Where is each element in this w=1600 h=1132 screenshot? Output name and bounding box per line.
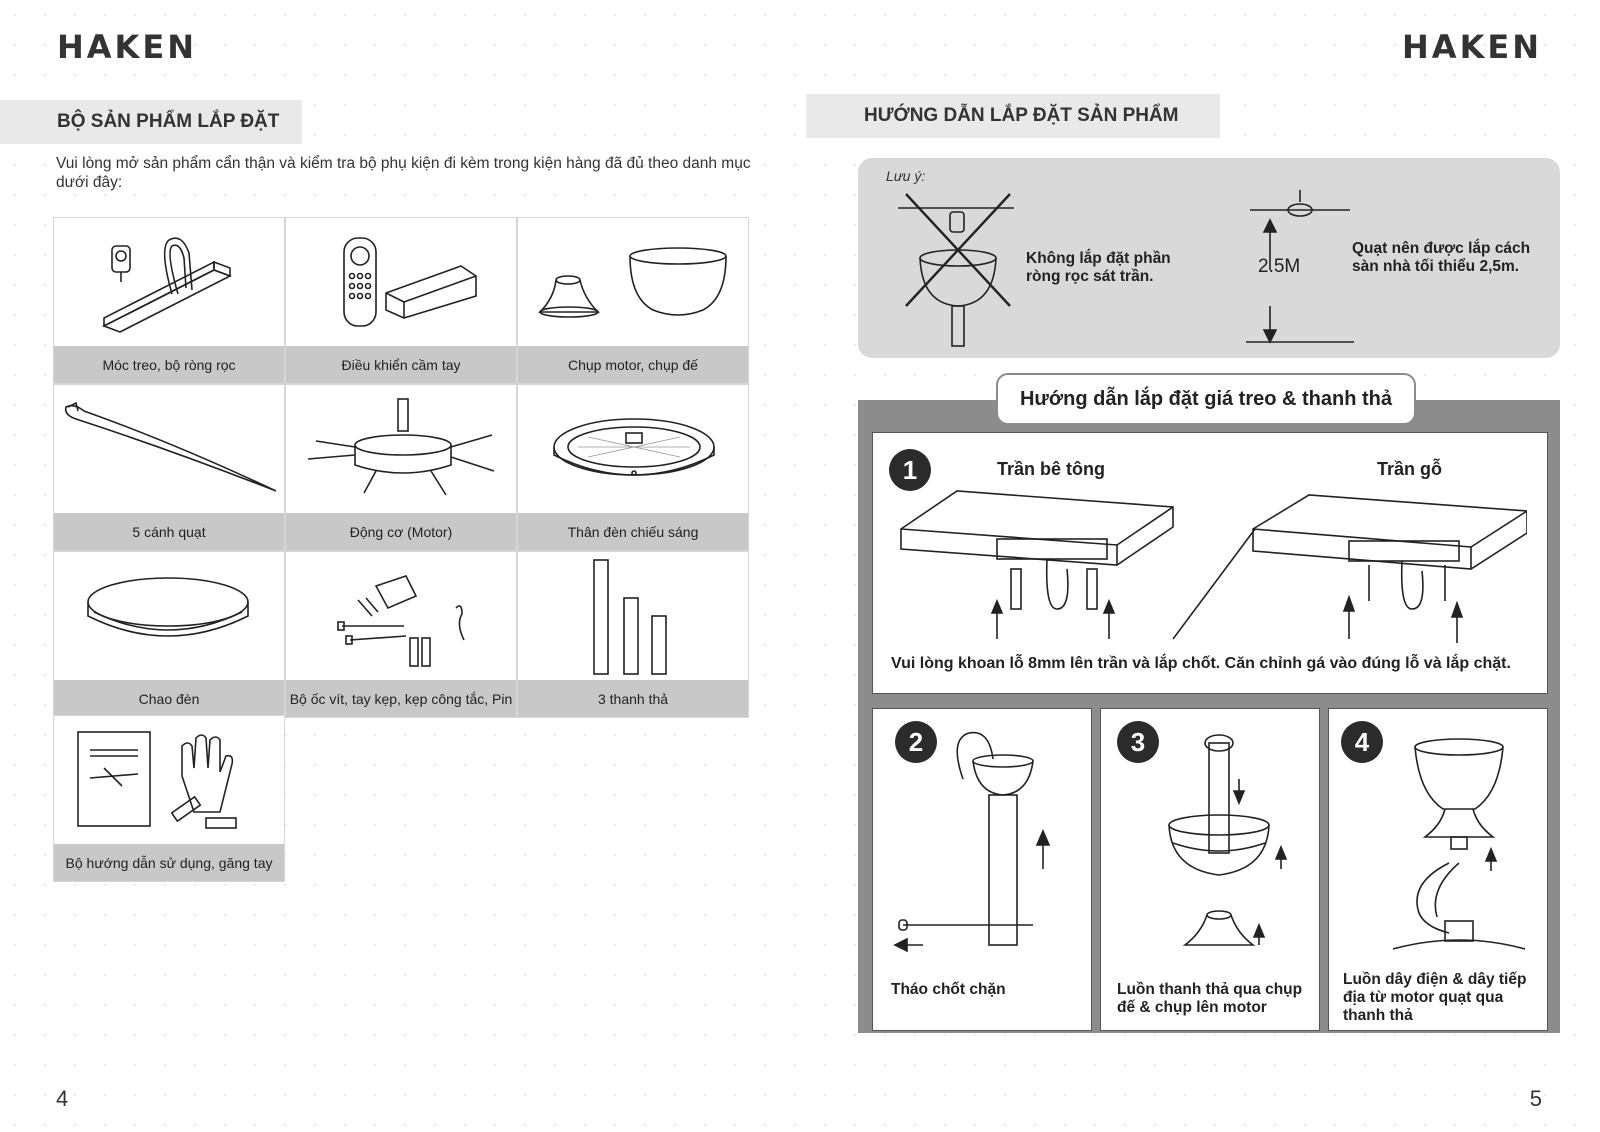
- kit-item-manual: Bộ hướng dẫn sử dụng, găng tay: [53, 715, 285, 882]
- step-3-text: Luồn thanh thả qua chụp đế & chụp lên mo…: [1117, 981, 1303, 1016]
- height-value: 2.5M: [1258, 256, 1301, 277]
- step-2-text: Tháo chốt chặn: [891, 981, 1006, 998]
- kit-item-light-body: Thân đèn chiếu sáng: [517, 384, 749, 551]
- kit-item-motor: Động cơ (Motor): [285, 384, 517, 551]
- step-2-panel: 2 Tháo chốt chặn: [872, 708, 1092, 1031]
- brand-logo-right: HAKEN: [1402, 28, 1542, 66]
- kit-item-caption: 3 thanh thả: [518, 680, 748, 717]
- step-3-number: 3: [1117, 721, 1159, 763]
- note-box: Lưu ý: Không lắp đặt phần ròng rọc sát t…: [858, 158, 1560, 358]
- lampshade-icon: [87, 577, 249, 637]
- step-4-text: Luồn dây điện & dây tiếp địa từ motor qu…: [1343, 971, 1527, 1024]
- fan-blade-icon: [64, 401, 277, 492]
- light-body-icon: [553, 418, 715, 476]
- kit-item-caption: Điều khiển cầm tay: [286, 346, 516, 383]
- kit-item-caption: Móc treo, bộ ròng rọc: [54, 346, 284, 383]
- kit-item-caption: Động cơ (Motor): [286, 513, 516, 550]
- wire-through-downrod-diagram: [1392, 738, 1526, 950]
- page-number-left: 4: [56, 1086, 69, 1111]
- wood-ceiling-label: Trần gỗ: [1377, 459, 1443, 479]
- kit-item-caption: Chụp motor, chụp đế: [518, 346, 748, 383]
- step-4-panel: 4 Luồn dây điện & dây tiếp địa từ motor …: [1328, 708, 1548, 1031]
- downrod-through-cover-diagram: [1168, 734, 1288, 946]
- step-1-text: Vui lòng khoan lỗ 8mm lên trần và lắp ch…: [891, 655, 1511, 672]
- page-number-right: 5: [1529, 1086, 1542, 1111]
- step-1-panel: 1 Trần bê tông Trần gỗ Vui lòng khoan lỗ…: [872, 432, 1548, 694]
- brand-logo-left: HAKEN: [57, 28, 197, 66]
- ceiling-mount-diagram: [900, 490, 1527, 643]
- concrete-ceiling-label: Trần bê tông: [997, 459, 1105, 479]
- motor-icon: [307, 398, 495, 496]
- downrod-icon: [593, 559, 667, 675]
- fan-height-icon: [1246, 190, 1354, 344]
- step-4-number: 4: [1341, 721, 1383, 763]
- remove-pin-diagram: [893, 731, 1051, 953]
- kit-item-caption: Bộ hướng dẫn sử dụng, găng tay: [54, 844, 284, 881]
- remote-control-icon: [343, 237, 477, 327]
- screw-kit-icon: [337, 575, 465, 667]
- no-ceiling-pulley-icon: [898, 193, 1014, 347]
- kit-item-blades: 5 cánh quạt: [53, 384, 285, 551]
- step-1-number: 1: [889, 449, 931, 491]
- kit-item-remote: Điều khiển cầm tay: [285, 217, 517, 384]
- motor-cover-icon: [538, 247, 727, 318]
- step-2-number: 2: [895, 721, 937, 763]
- note-label: Lưu ý:: [886, 168, 926, 184]
- note-height-text: Quạt nên được lắp cách sàn nhà tối thiểu…: [1352, 240, 1531, 275]
- kit-item-caption: Chao đèn: [54, 680, 284, 717]
- kit-item-caption: 5 cánh quạt: [54, 513, 284, 550]
- kit-item-caption: Thân đèn chiếu sáng: [518, 513, 748, 550]
- section-title-installation: HƯỚNG DẪN LẮP ĐẶT SẢN PHẨM: [806, 94, 1220, 138]
- step-3-panel: 3 Luồn thanh thả qua chụp đế & chụp lên …: [1100, 708, 1320, 1031]
- kit-item-covers: Chụp motor, chụp đế: [517, 217, 749, 384]
- installation-title: Hướng dẫn lắp đặt giá treo & thanh thả: [996, 373, 1416, 425]
- section-title-product-kit: BỘ SẢN PHẨM LẮP ĐẶT: [0, 100, 302, 144]
- kit-item-screws: Bộ ốc vít, tay kẹp, kẹp công tắc, Pin: [285, 551, 517, 718]
- hanger-pulley-icon: [102, 237, 232, 333]
- kit-item-downrods: 3 thanh thả: [517, 551, 749, 718]
- kit-item-caption: Bộ ốc vít, tay kẹp, kẹp công tắc, Pin: [286, 680, 516, 717]
- kit-item-hanger: Móc treo, bộ ròng rọc: [53, 217, 285, 384]
- note-warning-text: Không lắp đặt phần ròng rọc sát trần.: [1026, 250, 1171, 285]
- manual-gloves-icon: [77, 731, 237, 829]
- intro-text: Vui lòng mở sản phẩm cẩn thận và kiểm tr…: [56, 155, 751, 191]
- kit-item-lampshade: Chao đèn: [53, 551, 285, 718]
